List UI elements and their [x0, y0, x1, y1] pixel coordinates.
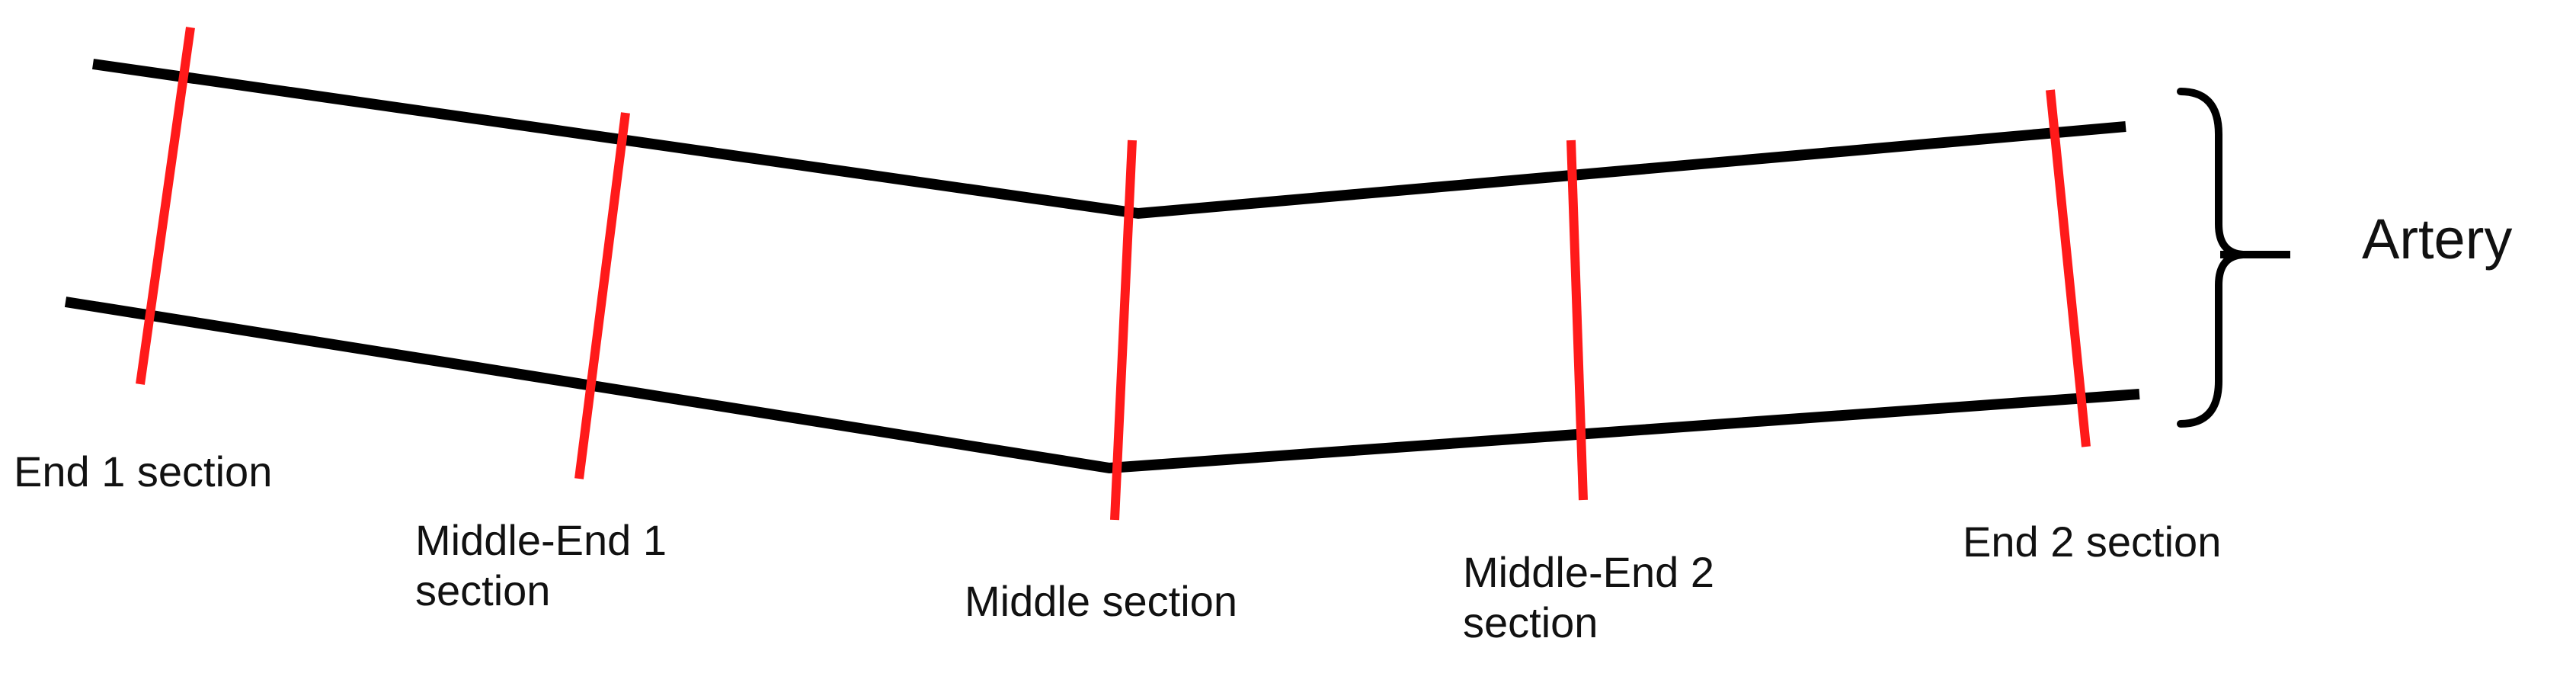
section-line-middle: [1110, 139, 1137, 521]
end1-label-line1: End 1 section: [14, 447, 273, 495]
middle-label-line1: Middle section: [965, 577, 1237, 625]
middle-end1-label-line2: section: [415, 566, 551, 614]
end1-section-label: End 1 section: [14, 447, 272, 497]
section-line-middle-end1: [574, 112, 630, 479]
middle-section-label: Middle section: [965, 576, 1237, 627]
artery-label: Artery: [2362, 207, 2513, 271]
middle-end1-section-label: Middle-End 1 section: [415, 515, 667, 616]
middle-end2-label-line1: Middle-End 2: [1463, 548, 1714, 596]
middle-end2-section-label: Middle-End 2 section: [1463, 547, 1714, 648]
end2-label-line1: End 2 section: [1963, 518, 2222, 566]
middle-end2-label-line2: section: [1463, 598, 1598, 646]
middle-end1-label-line1: Middle-End 1: [415, 516, 667, 564]
section-line-middle-end2: [1566, 139, 1588, 501]
artery-lower-wall: [64, 297, 2140, 474]
end2-section-label: End 2 section: [1963, 517, 2221, 567]
section-line-end2: [2046, 89, 2091, 447]
section-line-end1: [136, 27, 195, 385]
artery-upper-wall: [92, 59, 2126, 220]
